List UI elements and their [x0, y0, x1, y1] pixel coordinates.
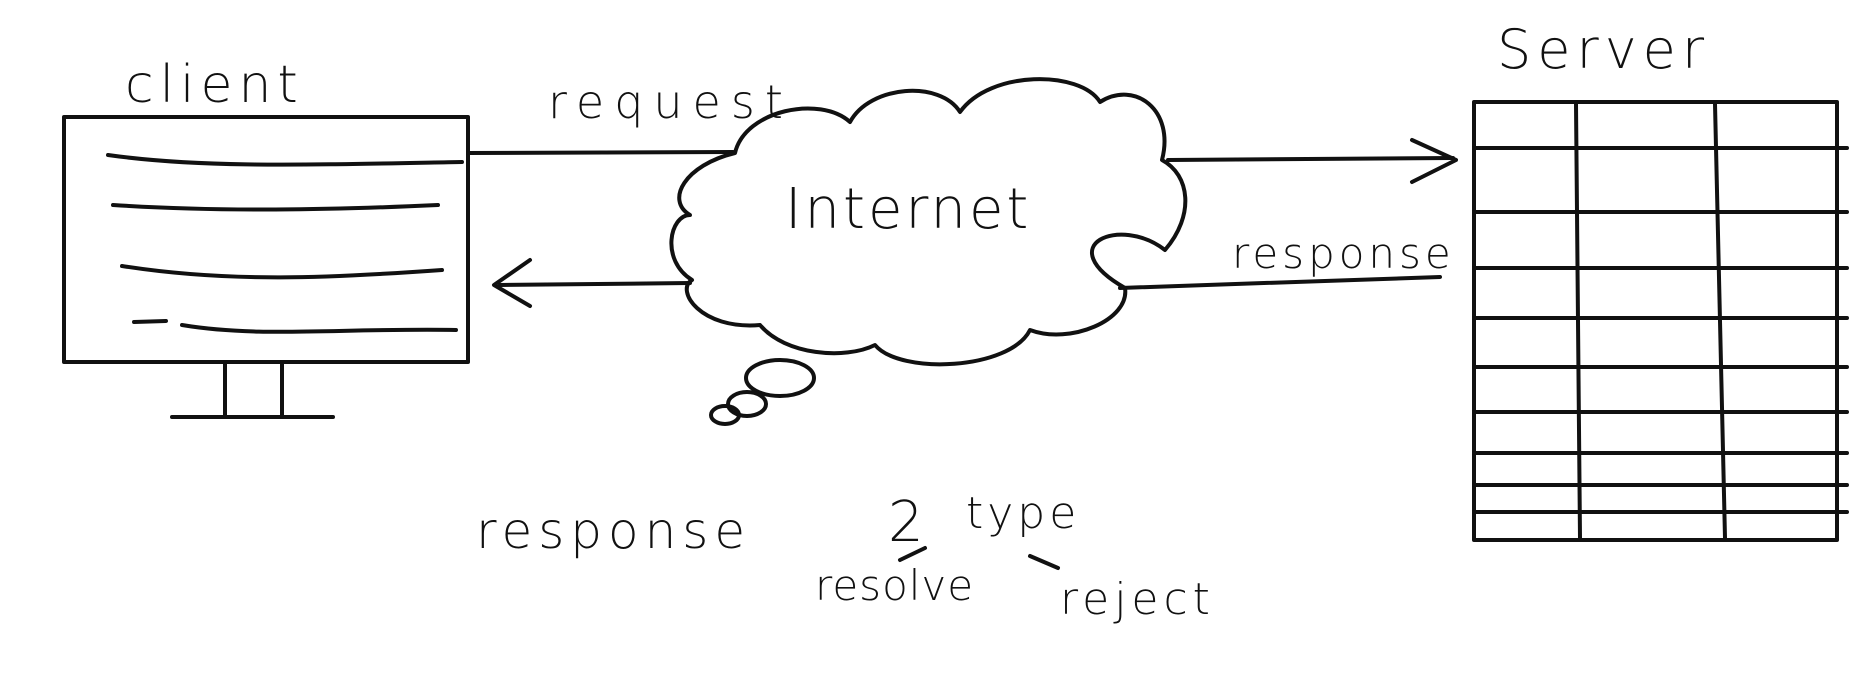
cloud-tail-bubble-medium: [726, 390, 768, 418]
branch-tick-reject: [1028, 554, 1060, 570]
internet-cloud: Internet: [669, 77, 1188, 426]
server-rack: Server: [1472, 18, 1849, 542]
branch-tick-resolve: [898, 546, 927, 562]
note-reject-label: reject: [1060, 574, 1215, 625]
client-screen: [62, 115, 470, 364]
response-types-note: response 2 type resolve reject: [476, 488, 1215, 625]
screen-line-3: [120, 264, 444, 280]
client-monitor: client: [62, 55, 470, 419]
internet-label: Internet: [785, 177, 1031, 242]
note-resolve-label: resolve: [815, 561, 974, 610]
cloud-tail-bubble-small: [709, 404, 741, 426]
response-arrow: response: [492, 229, 1455, 308]
request-arrowhead: [1410, 138, 1458, 184]
response-line-left: [498, 281, 692, 287]
cloud-tail-bubble-large: [744, 358, 816, 398]
cloud-outline: [669, 77, 1188, 367]
server-divider-2: [1713, 102, 1727, 540]
request-label: request: [548, 75, 793, 129]
response-arrowhead: [492, 258, 532, 308]
note-count-label: 2: [888, 490, 924, 555]
server-label: Server: [1497, 18, 1710, 81]
screen-line-1: [106, 153, 464, 167]
response-label: response: [1232, 229, 1455, 278]
request-arrow: request: [466, 75, 1458, 184]
client-label: client: [125, 55, 304, 115]
request-line-right: [1166, 156, 1455, 162]
server-frame: [1472, 100, 1839, 542]
screen-line-4: [132, 319, 458, 334]
note-response-label: response: [476, 502, 751, 560]
note-type-label: type: [966, 488, 1080, 539]
response-line-right: [1118, 275, 1442, 290]
screen-line-2: [111, 203, 440, 212]
server-divider-1: [1574, 102, 1582, 540]
request-line-left: [466, 150, 735, 155]
